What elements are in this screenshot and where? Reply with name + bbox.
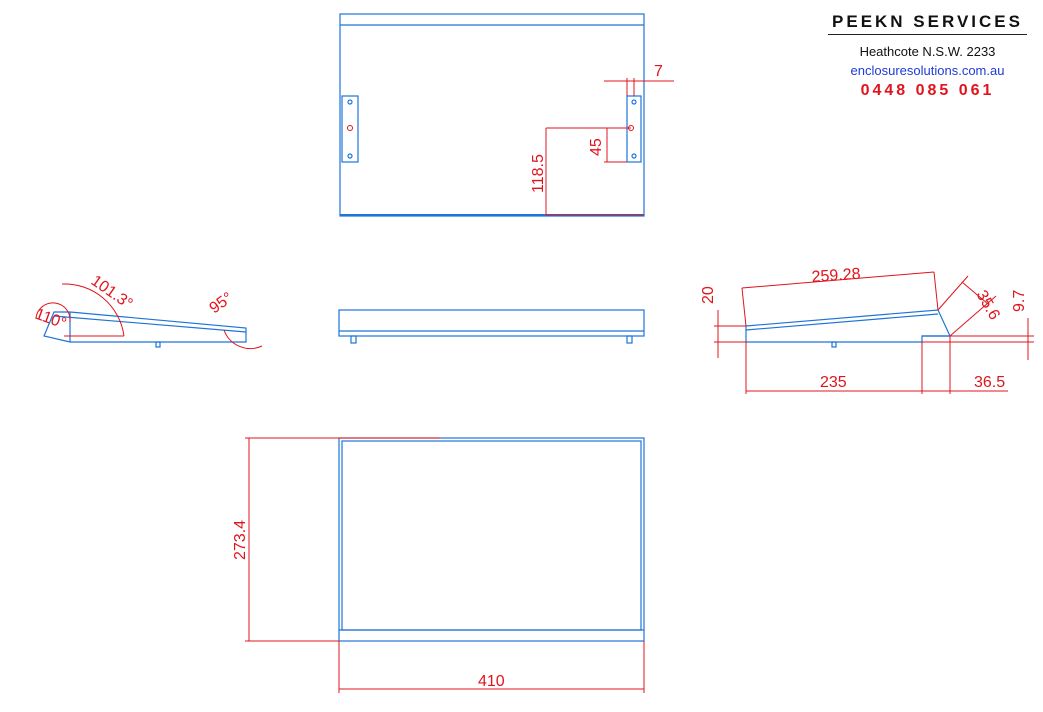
top-view: 7 45 118.5 bbox=[339, 13, 674, 217]
right-side-view: 259.28 20 35.6 9.7 235 36.5 bbox=[700, 266, 1034, 394]
front-view-outline bbox=[338, 309, 645, 337]
dim-base-depth: 235 bbox=[820, 374, 847, 391]
front-view bbox=[338, 309, 645, 344]
angle-arc-back bbox=[61, 283, 125, 337]
dim-line-slope-length bbox=[741, 271, 935, 289]
company-phone: 0448 085 061 bbox=[860, 82, 995, 99]
dim-angle-back-edge: 110° bbox=[33, 306, 69, 333]
right-side-profile bbox=[745, 309, 951, 343]
angle-arc-front bbox=[223, 329, 263, 350]
front-view-foot-left bbox=[350, 335, 357, 344]
dim-front-slope: 35.6 bbox=[973, 288, 1003, 324]
right-bracket-hole-top bbox=[631, 99, 637, 105]
company-website: enclosuresolutions.com.au bbox=[850, 63, 1005, 78]
left-bracket-hole-top bbox=[347, 99, 353, 105]
left-bracket bbox=[341, 95, 359, 163]
dim-depth: 273.4 bbox=[232, 520, 249, 560]
title-block: PEEKN SERVICES Heathcote N.S.W. 2233 enc… bbox=[820, 12, 1035, 100]
right-side-foot bbox=[831, 341, 837, 348]
right-bracket-hole-bottom bbox=[631, 153, 637, 159]
company-underline bbox=[828, 34, 1027, 35]
front-view-foot-right bbox=[626, 335, 633, 344]
bottom-view: 273.4 410 bbox=[232, 437, 645, 693]
left-side-foot bbox=[155, 341, 161, 348]
dim-hole-height: 118.5 bbox=[530, 154, 547, 193]
dim-slot-width: 7 bbox=[654, 63, 663, 80]
dim-rear-height: 20 bbox=[700, 286, 717, 304]
top-view-outline bbox=[339, 13, 645, 217]
angle-arc-back-edge bbox=[35, 302, 71, 323]
left-bracket-hole-center bbox=[347, 125, 353, 131]
dim-front-depth: 36.5 bbox=[974, 374, 1005, 391]
dim-width: 410 bbox=[478, 673, 505, 690]
left-bracket-hole-bottom bbox=[347, 153, 353, 159]
dim-hole-spacing: 45 bbox=[588, 138, 605, 156]
dim-angle-front: 95° bbox=[207, 289, 237, 317]
dim-slope-length: 259.28 bbox=[811, 266, 861, 286]
company-name: PEEKN SERVICES bbox=[832, 12, 1023, 31]
dim-front-lip: 9.7 bbox=[1011, 290, 1028, 312]
bottom-view-outline bbox=[338, 437, 645, 642]
company-location: Heathcote N.S.W. 2233 bbox=[859, 44, 996, 59]
left-side-view: 101.3° 110° 95° bbox=[33, 272, 263, 350]
